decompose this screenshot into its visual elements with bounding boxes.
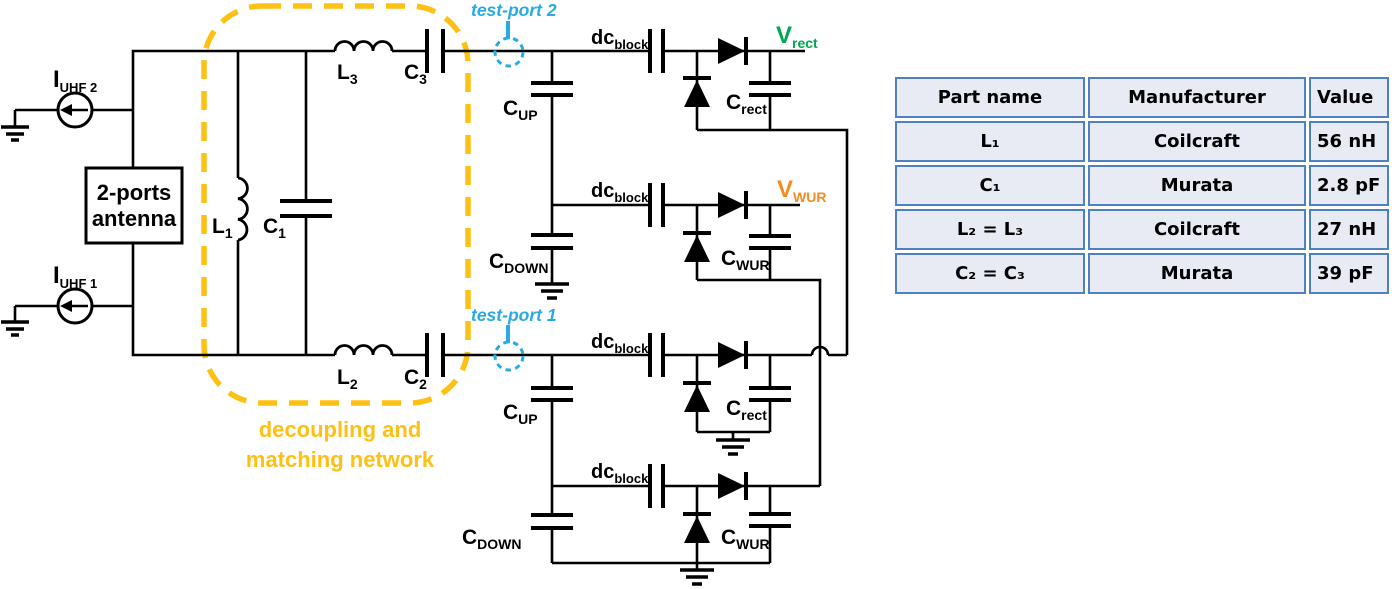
label-c-wur: CWUR bbox=[721, 247, 770, 273]
col-header-part-name: Part name bbox=[895, 77, 1085, 118]
cell-part-name: L₂ = L₃ bbox=[895, 209, 1085, 250]
label-l2: L2 bbox=[337, 366, 358, 392]
label-c-up: CUP bbox=[503, 97, 538, 123]
label-dc-block: dcblock bbox=[591, 331, 649, 356]
table-row: L₂ = L₃ Coilcraft 27 nH bbox=[895, 209, 1389, 250]
label-l3: L3 bbox=[337, 61, 358, 87]
label-v-rect: Vrect bbox=[776, 22, 818, 51]
label-c2: C2 bbox=[404, 366, 427, 392]
col-header-manufacturer: Manufacturer bbox=[1088, 77, 1306, 118]
cell-manufacturer: Coilcraft bbox=[1088, 209, 1306, 250]
label-dc-block: dcblock bbox=[591, 180, 649, 205]
label-c-down: CDOWN bbox=[462, 526, 522, 552]
label-v-wur: VWUR bbox=[777, 176, 826, 205]
test-port-marker bbox=[493, 325, 525, 372]
cell-value: 27 nH bbox=[1309, 209, 1389, 250]
label-dc-block: dcblock bbox=[591, 461, 649, 486]
current-source-icon bbox=[56, 287, 94, 325]
network-caption-line2: matching network bbox=[246, 447, 435, 472]
cell-value: 56 nH bbox=[1309, 121, 1389, 162]
cell-manufacturer: Coilcraft bbox=[1088, 121, 1306, 162]
diode-cathode-bars bbox=[683, 37, 748, 516]
test-port-marker bbox=[493, 21, 525, 68]
table-row: L₁ Coilcraft 56 nH bbox=[895, 121, 1389, 162]
col-header-value: Value bbox=[1309, 77, 1389, 118]
label-c-wur: CWUR bbox=[721, 526, 770, 552]
test-port-2-label: test-port 2 bbox=[471, 0, 557, 20]
cell-manufacturer: Murata bbox=[1088, 253, 1306, 294]
antenna-label-line2: antenna bbox=[92, 206, 177, 231]
cell-value: 39 pF bbox=[1309, 253, 1389, 294]
inductor-icon bbox=[237, 40, 394, 356]
cell-part-name: C₁ bbox=[895, 165, 1085, 206]
label-c-rect: Crect bbox=[726, 91, 767, 117]
test-port-1-label: test-port 1 bbox=[471, 305, 557, 325]
network-boundary-box bbox=[201, 3, 471, 406]
label-c1: C1 bbox=[263, 215, 286, 241]
ground-icon bbox=[1, 125, 750, 586]
label-l1: L1 bbox=[212, 215, 233, 241]
label-i-uhf-2: IUHF 2 bbox=[53, 66, 97, 95]
capacitor-icon bbox=[280, 29, 791, 530]
cell-part-name: L₁ bbox=[895, 121, 1085, 162]
cell-part-name: C₂ = C₃ bbox=[895, 253, 1085, 294]
cell-value: 2.8 pF bbox=[1309, 165, 1389, 206]
parts-table-container: Part name Manufacturer Value L₁ Coilcraf… bbox=[892, 74, 1392, 297]
antenna-box bbox=[84, 166, 184, 245]
label-i-uhf-1: IUHF 1 bbox=[53, 262, 97, 291]
network-caption-line1: decoupling and bbox=[259, 417, 422, 442]
label-dc-block: dcblock bbox=[591, 27, 649, 52]
table-header-row: Part name Manufacturer Value bbox=[895, 77, 1389, 118]
label-c-up: CUP bbox=[503, 401, 538, 427]
label-c-rect: Crect bbox=[726, 397, 767, 423]
label-c3: C3 bbox=[404, 61, 427, 87]
label-c-down: CDOWN bbox=[489, 250, 549, 276]
current-source-icon bbox=[56, 91, 94, 129]
antenna-label-line1: 2-ports bbox=[97, 180, 172, 205]
parts-table: Part name Manufacturer Value L₁ Coilcraf… bbox=[892, 74, 1392, 297]
table-row: C₂ = C₃ Murata 39 pF bbox=[895, 253, 1389, 294]
table-row: C₁ Murata 2.8 pF bbox=[895, 165, 1389, 206]
cell-manufacturer: Murata bbox=[1088, 165, 1306, 206]
